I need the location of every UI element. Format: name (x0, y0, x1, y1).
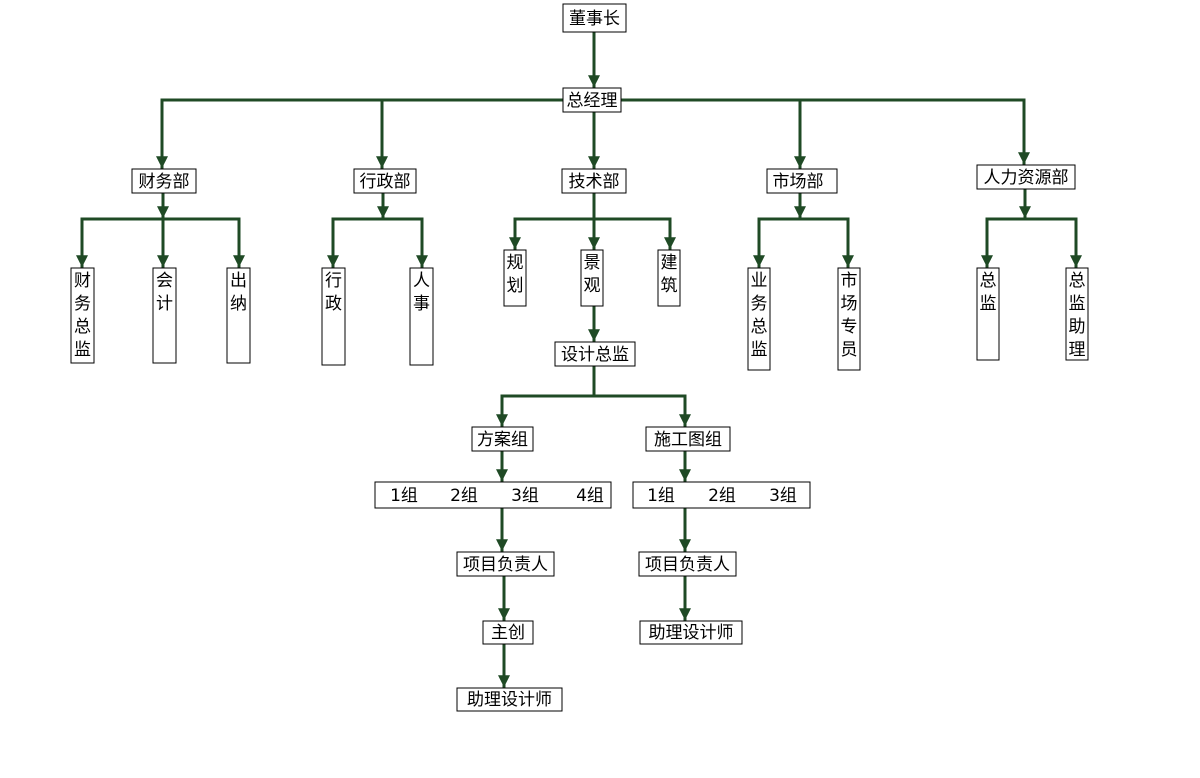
node-scheme-group: 方案组 (471, 426, 534, 452)
node-finance-director-label: 财务总监 (74, 271, 91, 360)
node-construction-group: 施工图组 (645, 426, 731, 452)
node-construction-project-lead-label: 项目负责人 (645, 555, 730, 575)
node-architecture-label: 建筑 (661, 253, 678, 296)
node-finance-director: 财务总监 (70, 267, 95, 364)
node-market-specialist-label: 市场专员 (841, 271, 858, 360)
node-chairman-label: 董事长 (569, 9, 620, 29)
node-construction-project-lead: 项目负责人 (638, 551, 737, 577)
node-admin-dept-label: 行政部 (360, 172, 411, 192)
node-tech-dept-label: 技术部 (569, 172, 620, 192)
node-lead-designer-label: 主创 (491, 623, 525, 643)
node-business-director: 业务总监 (747, 267, 771, 371)
scheme-team-2: 2组 (450, 486, 478, 506)
scheme-team-1: 1组 (390, 486, 418, 506)
node-landscape-label: 景观 (584, 253, 601, 296)
connectors (76, 30, 1082, 688)
node-scheme-teams: 1组 2组 3组 4组 (374, 481, 612, 509)
scheme-team-3: 3组 (511, 486, 539, 506)
node-hr-assistant-label: 总监助理 (1069, 271, 1086, 360)
node-hr-director: 总监 (976, 267, 1000, 361)
node-design-director: 设计总监 (554, 341, 636, 367)
node-landscape: 景观 (580, 249, 604, 307)
node-hr-assistant: 总监助理 (1065, 267, 1089, 361)
node-admin-dept: 行政部 (353, 168, 417, 194)
node-admin-staff-label: 行政 (325, 271, 342, 314)
scheme-team-4: 4组 (576, 486, 604, 506)
node-construction-group-label: 施工图组 (654, 430, 722, 450)
node-design-director-label: 设计总监 (561, 345, 629, 365)
node-scheme-assistant: 助理设计师 (456, 687, 563, 712)
construction-team-1: 1组 (647, 486, 675, 506)
node-business-director-label: 业务总监 (751, 271, 768, 360)
node-scheme-group-label: 方案组 (477, 430, 528, 450)
node-cashier: 出纳 (226, 267, 251, 364)
construction-team-2: 2组 (708, 486, 736, 506)
node-planning-label: 规划 (507, 253, 524, 296)
node-market-dept: 市场部 (766, 168, 838, 194)
node-architecture: 建筑 (657, 249, 681, 307)
node-hr-dept: 人力资源部 (976, 164, 1076, 190)
node-finance-dept: 财务部 (131, 168, 197, 194)
node-hr-director-label: 总监 (980, 271, 997, 314)
node-accountant-label: 会计 (156, 271, 173, 314)
node-finance-dept-label: 财务部 (139, 172, 190, 192)
node-personnel-label: 人事 (413, 271, 430, 314)
node-construction-assistant: 助理设计师 (639, 620, 743, 645)
node-market-dept-label: 市场部 (773, 172, 824, 192)
node-admin-staff: 行政 (321, 267, 346, 366)
node-market-specialist: 市场专员 (837, 267, 861, 371)
node-personnel: 人事 (409, 267, 434, 366)
node-scheme-assistant-label: 助理设计师 (467, 690, 552, 710)
node-scheme-project-lead: 项目负责人 (456, 551, 555, 577)
node-hr-dept-label: 人力资源部 (984, 168, 1069, 188)
node-general-manager-label: 总经理 (567, 91, 618, 111)
construction-team-3: 3组 (769, 486, 797, 506)
node-construction-assistant-label: 助理设计师 (649, 623, 734, 643)
node-construction-teams: 1组 2组 3组 (632, 481, 811, 509)
node-general-manager: 总经理 (562, 87, 622, 113)
node-tech-dept: 技术部 (561, 168, 627, 194)
node-scheme-project-lead-label: 项目负责人 (463, 555, 548, 575)
node-accountant: 会计 (152, 267, 177, 364)
node-lead-designer: 主创 (482, 620, 534, 645)
node-chairman: 董事长 (562, 3, 627, 33)
node-planning: 规划 (503, 249, 527, 307)
node-cashier-label: 出纳 (230, 271, 247, 314)
